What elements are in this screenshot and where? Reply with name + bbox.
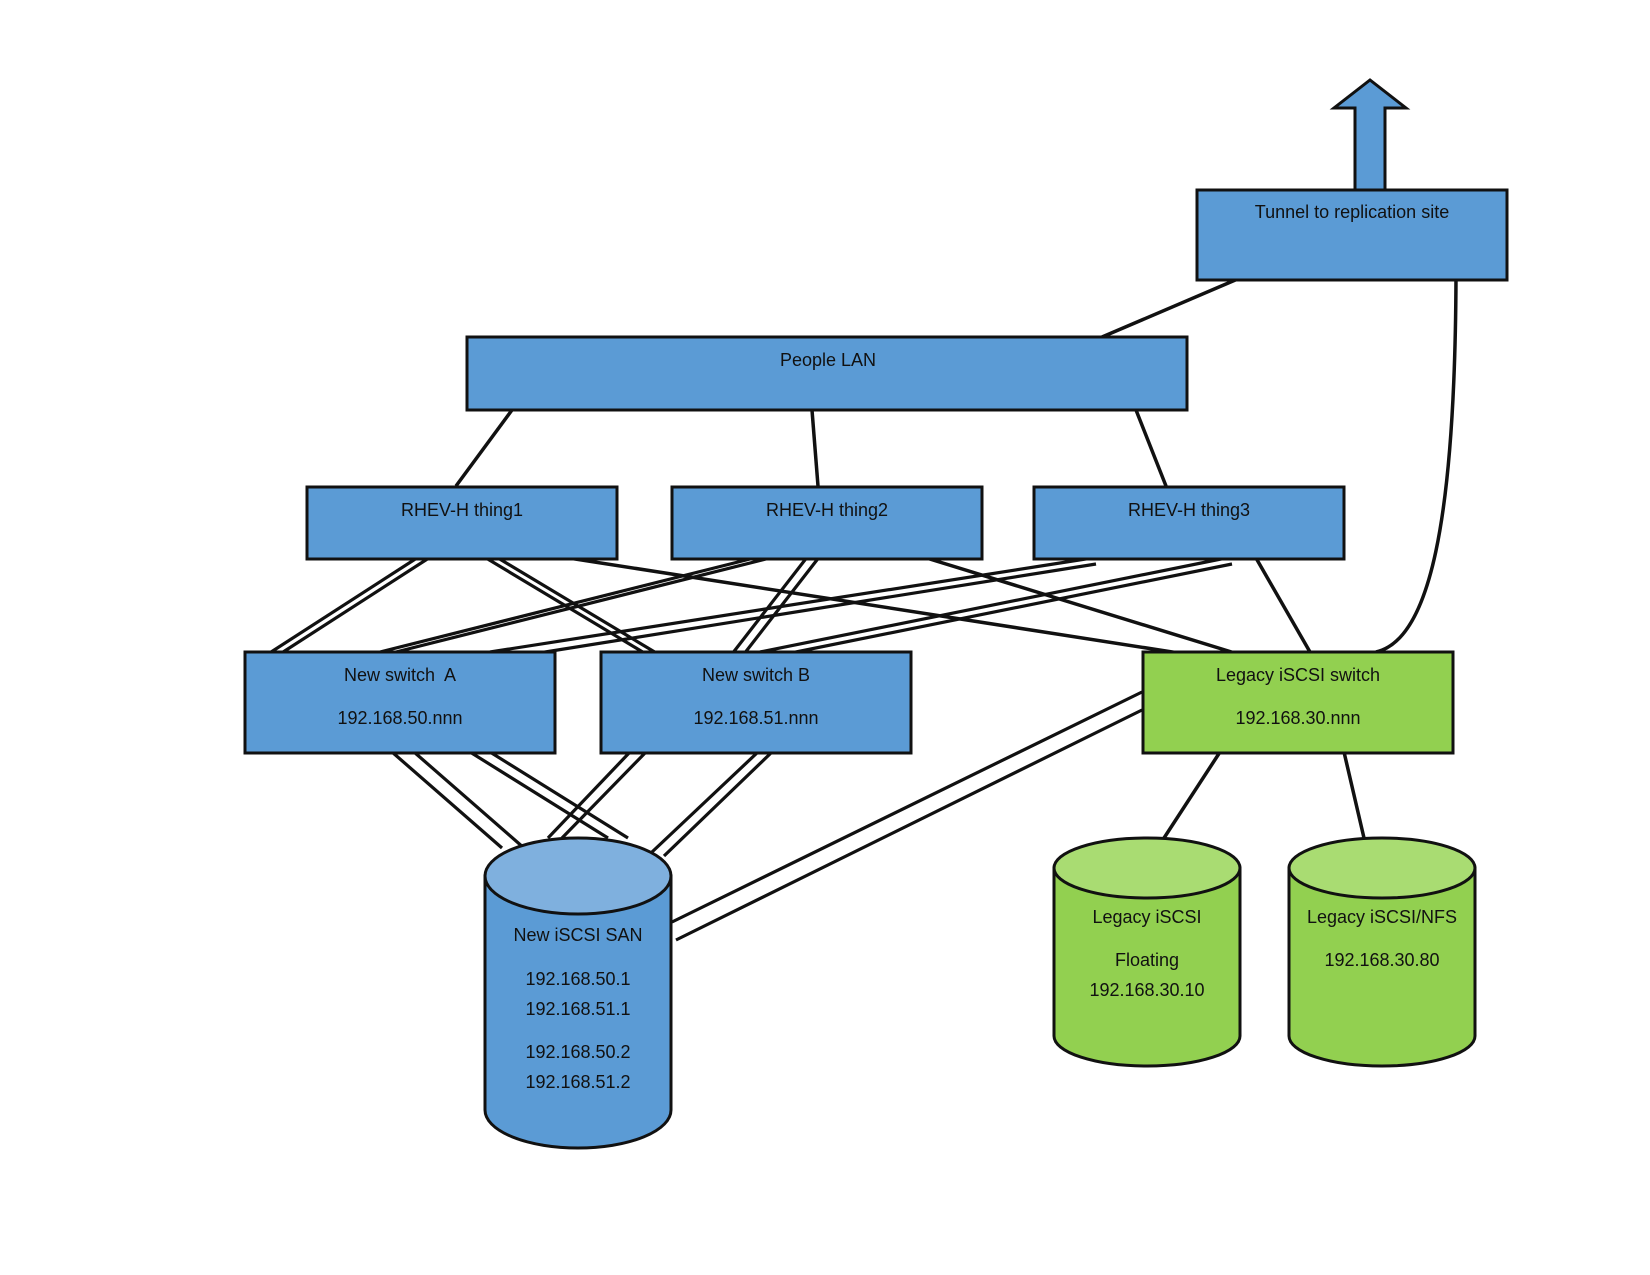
new-san-ip3: 192.168.50.2 bbox=[525, 1042, 630, 1062]
new-san-ip1: 192.168.50.1 bbox=[525, 969, 630, 989]
legacy-iscsi-label: Legacy iSCSI bbox=[1092, 907, 1201, 927]
link-rhev1-legacyswitch bbox=[555, 554, 1186, 656]
node-switch-b[interactable]: New switch B 192.168.51.nnn bbox=[599, 650, 913, 755]
node-rhev1[interactable]: RHEV-H thing1 bbox=[305, 485, 619, 561]
connection-lines bbox=[267, 276, 1458, 942]
link-rhev2-legacyswitch bbox=[919, 554, 1239, 656]
link-peoplelan-rhev2 bbox=[810, 409, 820, 487]
link-rhev3-switcha bbox=[489, 556, 1097, 658]
link-rhev3-legacyswitch bbox=[1254, 557, 1312, 653]
link-peoplelan-rhev3 bbox=[1134, 409, 1168, 487]
new-san-ip4: 192.168.51.2 bbox=[525, 1072, 630, 1092]
link-rhev2-switcha bbox=[379, 556, 771, 654]
node-legacy-iscsi[interactable]: Legacy iSCSI Floating 192.168.30.10 bbox=[1052, 836, 1242, 1068]
node-tunnel[interactable]: Tunnel to replication site bbox=[1195, 188, 1509, 282]
link-rhev1-switcha bbox=[267, 554, 433, 656]
legacy-nfs-ip: 192.168.30.80 bbox=[1324, 950, 1439, 970]
link-legacyswitch-legacynfs bbox=[1342, 751, 1366, 839]
rhev1-label: RHEV-H thing1 bbox=[401, 500, 523, 520]
link-rhev2-switchb bbox=[730, 555, 822, 655]
legacy-iscsi-ip: 192.168.30.10 bbox=[1089, 980, 1204, 1000]
switch-a-label: New switch A bbox=[344, 665, 456, 685]
node-rhev3[interactable]: RHEV-H thing3 bbox=[1032, 485, 1346, 561]
link-legacyswitch-san bbox=[671, 690, 1143, 942]
switch-b-label: New switch B bbox=[702, 665, 810, 685]
legacy-switch-label: Legacy iSCSI switch bbox=[1216, 665, 1380, 685]
up-arrow-icon bbox=[1329, 78, 1411, 192]
link-rhev3-switchb bbox=[759, 556, 1233, 658]
switch-b-subnet: 192.168.51.nnn bbox=[693, 708, 818, 728]
link-legacyswitch-tunnel bbox=[1375, 277, 1458, 654]
new-san-ip2: 192.168.51.1 bbox=[525, 999, 630, 1019]
link-switchb-san bbox=[546, 750, 774, 858]
node-legacy-nfs[interactable]: Legacy iSCSI/NFS 192.168.30.80 bbox=[1287, 836, 1477, 1068]
switch-a-subnet: 192.168.50.nnn bbox=[337, 708, 462, 728]
node-switch-a[interactable]: New switch A 192.168.50.nnn bbox=[243, 650, 557, 755]
node-rhev2[interactable]: RHEV-H thing2 bbox=[670, 485, 984, 561]
link-peoplelan-tunnel bbox=[1101, 276, 1241, 339]
rhev3-label: RHEV-H thing3 bbox=[1128, 500, 1250, 520]
tunnel-label: Tunnel to replication site bbox=[1255, 202, 1449, 222]
link-switcha-san bbox=[390, 750, 629, 850]
legacy-iscsi-floating: Floating bbox=[1115, 950, 1179, 970]
rhev2-label: RHEV-H thing2 bbox=[766, 500, 888, 520]
link-legacyswitch-legacyiscsi bbox=[1162, 751, 1222, 839]
legacy-switch-subnet: 192.168.30.nnn bbox=[1235, 708, 1360, 728]
link-peoplelan-rhev1 bbox=[454, 408, 514, 488]
node-people-lan[interactable]: People LAN bbox=[465, 335, 1189, 412]
legacy-nfs-label: Legacy iSCSI/NFS bbox=[1307, 907, 1457, 927]
new-san-label: New iSCSI SAN bbox=[513, 925, 642, 945]
node-legacy-switch[interactable]: Legacy iSCSI switch 192.168.30.nnn bbox=[1141, 650, 1455, 755]
node-new-san[interactable]: New iSCSI SAN 192.168.50.1 192.168.51.1 … bbox=[483, 836, 673, 1150]
people-lan-label: People LAN bbox=[780, 350, 876, 370]
